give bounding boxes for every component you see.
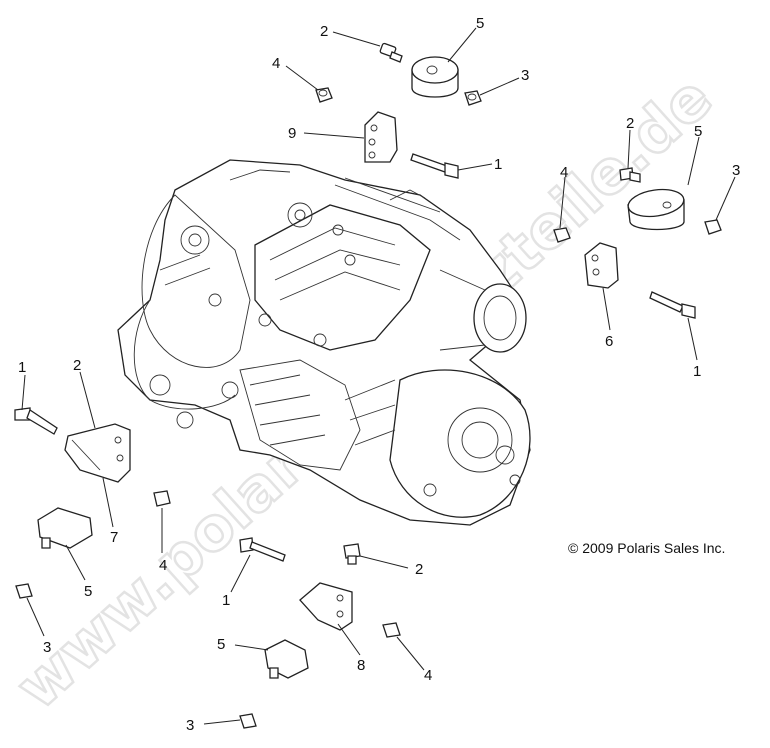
nut-bottom-3: [239, 713, 257, 729]
callout-2-top: 2: [320, 23, 328, 40]
callout-3-top: 3: [521, 67, 529, 84]
callout-4-left: 4: [159, 557, 167, 574]
rubber-mount-bottom: [264, 639, 309, 679]
callout-5-top: 5: [476, 15, 484, 32]
callout-5-right: 5: [694, 123, 702, 140]
callout-3-left: 3: [43, 639, 51, 656]
callout-5-bottom: 5: [217, 636, 225, 653]
callout-4-bottom: 4: [424, 667, 432, 684]
long-bolt-bottom: [239, 537, 286, 562]
callout-4-top: 4: [272, 55, 280, 72]
rubber-mount-right: [627, 188, 685, 231]
engine-assembly: [117, 159, 531, 526]
nut-right-4: [553, 227, 571, 243]
callout-6: 6: [605, 333, 613, 350]
callout-3-right: 3: [732, 162, 740, 179]
callout-1-bottom: 1: [222, 592, 230, 609]
nut-bottom-4: [382, 622, 401, 638]
rubber-mount-left: [37, 507, 93, 549]
long-bolt-right: [649, 291, 696, 319]
bracket-8: [299, 582, 353, 631]
callout-1-left: 1: [18, 359, 26, 376]
callout-2-right: 2: [626, 115, 634, 132]
copyright-text: © 2009 Polaris Sales Inc.: [568, 540, 725, 556]
callout-9: 9: [288, 125, 296, 142]
long-bolt-left: [14, 407, 58, 435]
nut-left-3: [15, 583, 33, 599]
callout-5-left: 5: [84, 583, 92, 600]
callout-2-left: 2: [73, 357, 81, 374]
callout-4-right: 4: [560, 164, 568, 181]
callout-1-right: 1: [693, 363, 701, 380]
callout-labels: 2 5 4 3 9 1 2 5 4 3 6 1 1 2 7 4 5 3 1 2 …: [18, 15, 740, 734]
callout-1-top: 1: [494, 156, 502, 173]
nut-top-right: [464, 90, 482, 106]
bracket-9: [364, 111, 398, 163]
leader-lines: [21, 27, 736, 725]
flange-bolt-bottom: [343, 543, 361, 565]
flange-bolt-right: [619, 167, 641, 183]
callout-7: 7: [110, 529, 118, 546]
bracket-7: [64, 423, 131, 483]
bracket-6: [584, 242, 619, 289]
nut-top-left: [315, 87, 333, 103]
long-bolt-top: [410, 153, 459, 179]
rubber-mount-top: [411, 56, 459, 98]
callout-2-bottom: 2: [415, 561, 423, 578]
callout-8: 8: [357, 657, 365, 674]
callout-3-bottom: 3: [186, 717, 194, 734]
flange-bolt-top: [379, 42, 403, 63]
nut-right-3: [704, 219, 722, 235]
nut-left-4: [153, 490, 171, 507]
